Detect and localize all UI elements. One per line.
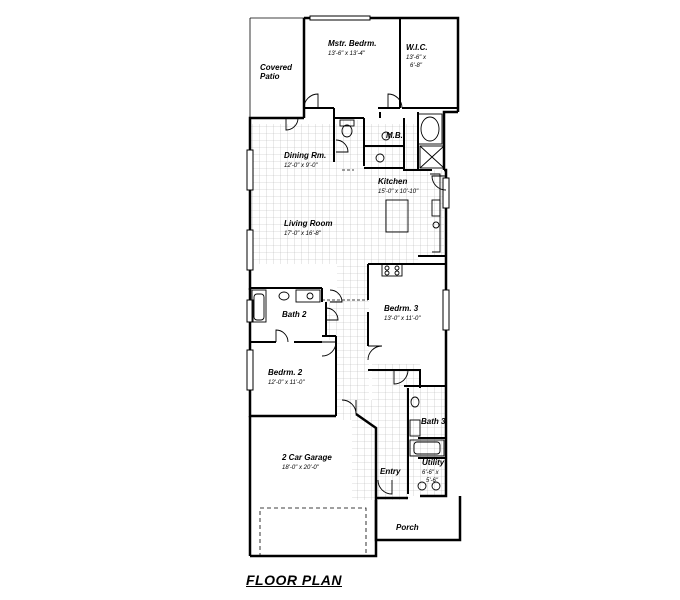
porch-label: Porch xyxy=(396,523,419,532)
plan-title: FLOOR PLAN xyxy=(246,572,342,588)
garage-label: 2 Car Garage xyxy=(281,453,332,462)
sink-icon xyxy=(375,153,385,163)
garage-dims: 18'-0" x 20'-0" xyxy=(282,465,320,471)
bedroom3-label: Bedrm. 3 xyxy=(384,304,419,313)
kitchen-island-icon xyxy=(385,199,409,233)
master-bedroom-dims: 13'-6" x 13'-4" xyxy=(328,51,366,57)
toilet-icon xyxy=(410,396,420,408)
dining-room-dims: 12'-0" x 9'-0" xyxy=(284,163,318,169)
covered-patio-outline xyxy=(249,17,304,118)
covered-patio-label: Covered xyxy=(260,63,293,72)
wic-dims: 6'-8" xyxy=(410,63,423,69)
bath2-tub-icon xyxy=(251,289,267,323)
windows xyxy=(246,15,450,391)
bedroom3-dims: 13'-0" x 11'-0" xyxy=(384,316,421,322)
toilet-icon xyxy=(278,291,290,301)
garage-door xyxy=(259,507,367,557)
interior-walls xyxy=(250,18,458,494)
toilet-icon xyxy=(341,124,353,138)
doors xyxy=(275,93,447,495)
washer-icon xyxy=(417,481,427,491)
living-room-dims: 17'-0" x 16'-8" xyxy=(284,231,322,237)
fixtures xyxy=(251,113,445,491)
utility-dims: 6'-6" x xyxy=(422,470,440,476)
master-bath-label: M.B. xyxy=(386,131,403,140)
utility-dims: 5'-6" xyxy=(426,478,439,484)
kitchen-dims: 15'-0" x 10'-10" xyxy=(378,189,419,195)
sink-icon xyxy=(381,131,391,141)
bath3-label: Bath 3 xyxy=(421,417,446,426)
wic-dims: 13'-6" x xyxy=(406,55,427,61)
bedroom2-label: Bedrm. 2 xyxy=(268,368,303,377)
dryer-icon xyxy=(431,481,441,491)
master-shower-icon xyxy=(419,145,445,169)
range-icon xyxy=(381,263,403,277)
bath2-label: Bath 2 xyxy=(282,310,307,319)
kitchen-label: Kitchen xyxy=(378,177,407,186)
living-room-label: Living Room xyxy=(284,219,332,228)
wic-label: W.I.C. xyxy=(406,43,428,52)
entry-label: Entry xyxy=(380,467,401,476)
openings xyxy=(322,169,368,301)
bath3-tub-icon xyxy=(409,439,445,457)
master-bedroom-label: Mstr. Bedrm. xyxy=(328,39,376,48)
utility-label: Utility xyxy=(422,458,445,467)
bedroom2-dims: 12'-0" x 11'-0" xyxy=(268,380,305,386)
master-tub-icon xyxy=(417,113,443,145)
covered-patio-label: Patio xyxy=(260,72,280,81)
sink-icon xyxy=(306,292,314,300)
dining-room-label: Dining Rm. xyxy=(284,151,326,160)
